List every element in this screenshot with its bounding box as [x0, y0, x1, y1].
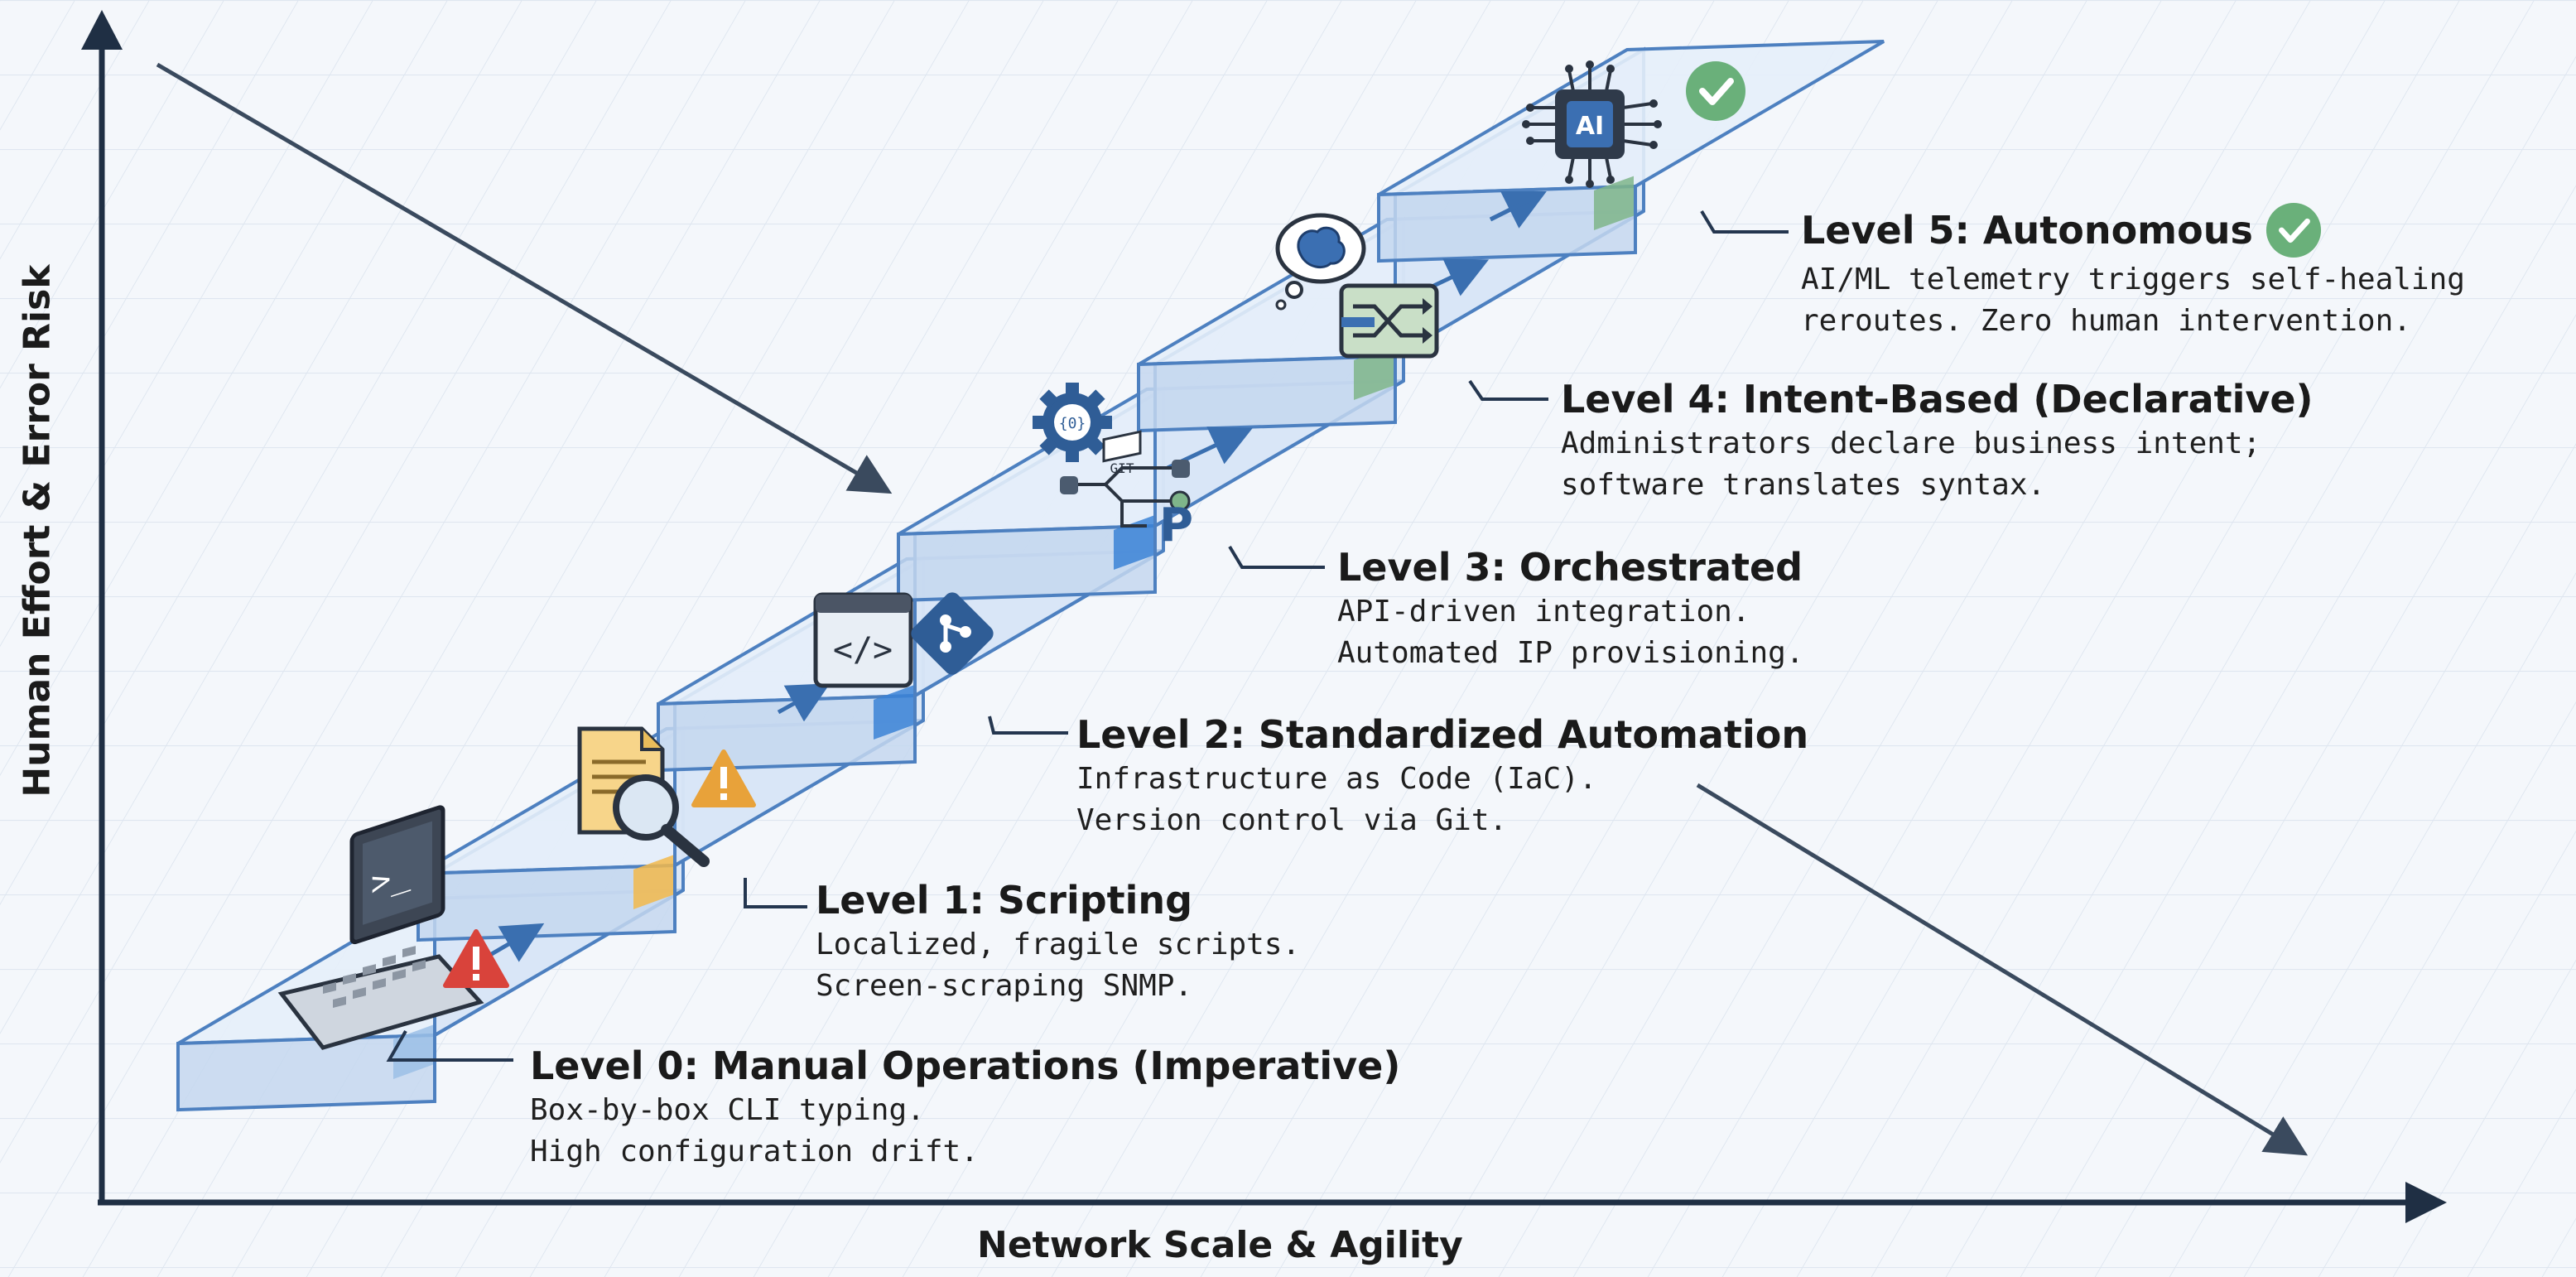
leader-lines: [386, 210, 1789, 1062]
level-2-title: Level 2: Standardized Automation: [1076, 712, 1809, 757]
level-5-check-icon: [2265, 202, 2321, 258]
level-marker-5: [1594, 176, 1634, 231]
y-axis-arrowhead: [81, 10, 123, 50]
document-search-icon: [577, 726, 710, 867]
x-axis-arrowhead: [2405, 1182, 2447, 1223]
level-2-block: Level 2: Standardized Automation Infrast…: [1076, 711, 1808, 841]
level-marker-2: [874, 685, 913, 740]
brain-thought-icon: [1275, 213, 1366, 311]
level-5-title: Level 5: Autonomous: [1801, 208, 2253, 253]
x-axis-label: Network Scale & Agility: [977, 1224, 1463, 1266]
flow-arrow-5b: [1489, 196, 1534, 222]
level-marker-3: [1114, 515, 1153, 571]
level-marker-1: [633, 855, 673, 910]
leader-level-4: [1468, 379, 1548, 401]
level-marker-4: [1354, 345, 1394, 401]
success-check-icon: [1686, 61, 1745, 121]
warning-red-icon: [443, 929, 509, 988]
leader-level-0: [386, 1030, 513, 1062]
flow-arrow-2: [777, 683, 831, 722]
level-1-desc-line2: Screen-scraping SNMP.: [816, 969, 1193, 1003]
level-0-desc-line1: Box-by-box CLI typing.: [530, 1093, 925, 1127]
level-2-desc-line1: Infrastructure as Code (IaC).: [1076, 762, 1597, 796]
leader-level-5: [1700, 210, 1789, 234]
gear-label-text: {0}: [1059, 415, 1086, 432]
level-5-title-row: Level 5: Autonomous: [1801, 201, 2465, 259]
level-2-desc-line2: Version control via Git.: [1076, 803, 1508, 837]
level-0-title: Level 0: Manual Operations (Imperative): [530, 1043, 1401, 1088]
leader-level-2: [988, 716, 1068, 735]
level-4-desc-line2: software translates syntax.: [1561, 468, 2046, 502]
shuffle-icon: [1339, 283, 1439, 359]
git-diamond-icon: [911, 592, 994, 675]
effort-decline-arrow: [156, 62, 893, 494]
warning-orange-icon: [691, 749, 756, 807]
level-1-desc-line1: Localized, fragile scripts.: [816, 928, 1301, 961]
level-4-block: Level 4: Intent-Based (Declarative) Admi…: [1561, 375, 2314, 506]
level-0-block: Level 0: Manual Operations (Imperative) …: [530, 1042, 1400, 1173]
level-3-title: Level 3: Orchestrated: [1337, 545, 1803, 590]
git-tag-text: GIT: [1110, 460, 1134, 476]
level-0-desc-line2: High configuration drift.: [530, 1135, 979, 1169]
code-brackets-text: </>: [833, 631, 893, 669]
laptop-icon: >_: [277, 805, 484, 1050]
y-axis-label: Human Effort & Error Risk: [16, 264, 59, 798]
level-1-title: Level 1: Scripting: [816, 878, 1193, 923]
gear-icon: {0}: [1033, 383, 1112, 462]
code-window-icon: </>: [813, 592, 913, 688]
level-3-block: Level 3: Orchestrated API-driven integra…: [1337, 543, 1804, 674]
level-3-desc-line1: API-driven integration.: [1337, 595, 1750, 629]
level-3-desc-line2: Automated IP provisioning.: [1337, 636, 1804, 670]
scale-growth-arrow: [1696, 783, 2309, 1156]
stair-front-3: [897, 523, 1157, 603]
chip-label-text: AI: [1576, 112, 1604, 141]
level-5-desc-line1: AI/ML telemetry triggers self-healing: [1801, 263, 2465, 296]
leader-level-1: [744, 878, 807, 908]
level-5-desc-line2: reroutes. Zero human intervention.: [1801, 304, 2411, 338]
level-4-desc-line1: Administrators declare business intent;: [1561, 426, 2261, 460]
level-5-block: Level 5: Autonomous AI/ML telemetry trig…: [1801, 201, 2465, 342]
pipeline-icon: GIT P: [1060, 430, 1193, 552]
pipeline-letter-text: P: [1159, 499, 1193, 552]
stair-front-4: [1137, 354, 1397, 433]
ai-chip-icon: AI: [1522, 60, 1662, 188]
level-1-block: Level 1: Scripting Localized, fragile sc…: [816, 876, 1300, 1007]
level-4-title: Level 4: Intent-Based (Declarative): [1561, 377, 2314, 422]
axes: [81, 10, 2447, 1223]
leader-level-3: [1228, 545, 1325, 569]
